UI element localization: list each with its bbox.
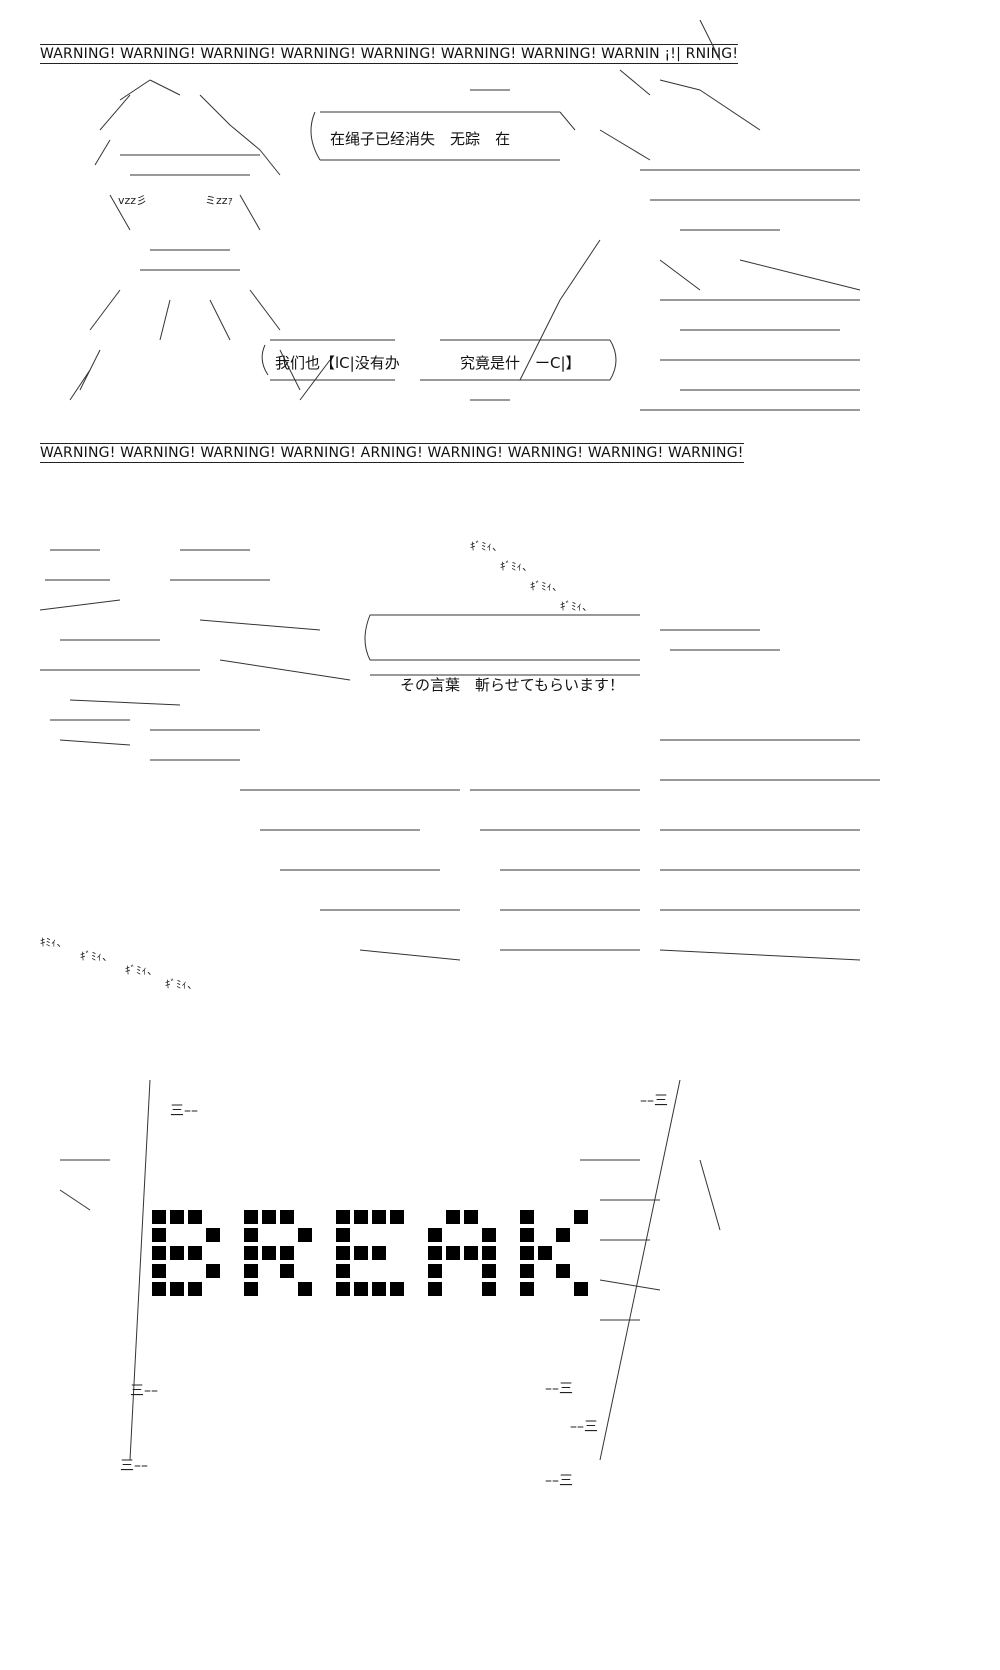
break-block-E: [336, 1246, 350, 1260]
break-block-K: [574, 1210, 588, 1224]
ascii-art-panel1: [69, 19, 861, 411]
break-block-E: [354, 1282, 368, 1296]
break-block-B: [206, 1264, 220, 1278]
dash-sfx-4: ––三: [545, 1381, 573, 1397]
break-block-A: [464, 1246, 478, 1260]
dash-sfx-5: 三––: [120, 1458, 148, 1474]
break-block-R: [244, 1228, 258, 1242]
break-block-A: [482, 1264, 496, 1278]
break-block-E: [372, 1210, 386, 1224]
warning-banner-bottom: WARNING! WARNING! WARNING! WARNING! ARNI…: [40, 443, 744, 463]
break-block-A: [482, 1228, 496, 1242]
break-block-E: [354, 1246, 368, 1260]
panel-kimi: その言葉 斬らせてもらいます！ ｷﾞﾐｨ、 ｷﾞﾐｨ、 ｷﾞﾐｨ、 ｷﾞﾐｨ、 …: [0, 530, 1000, 1020]
break-block-R: [280, 1264, 294, 1278]
bubble-a-text3: 在: [495, 130, 511, 148]
sfx-kimi-b4: ｷﾞﾐｨ、: [165, 978, 198, 991]
break-pixel-text: [59, 1079, 721, 1461]
break-block-E: [336, 1210, 350, 1224]
sfx-kimi-b3: ｷﾞﾐｨ、: [125, 964, 158, 977]
break-block-R: [262, 1210, 276, 1224]
sfx-kimi-3: ｷﾞﾐｨ、: [530, 580, 563, 593]
break-block-R: [244, 1264, 258, 1278]
break-block-R: [280, 1210, 294, 1224]
bubble-a-text: 在绳子已经消失: [330, 130, 436, 148]
bubble-c-text: 究竟是什: [460, 354, 521, 372]
bubble-c-text2: ーC|】: [535, 354, 581, 372]
break-block-R: [298, 1282, 312, 1296]
break-block-B: [170, 1246, 184, 1260]
break-block-B: [152, 1246, 166, 1260]
ascii-art-panel2: [39, 549, 880, 961]
break-block-A: [482, 1282, 496, 1296]
break-block-A: [464, 1210, 478, 1224]
break-block-E: [336, 1228, 350, 1242]
break-block-K: [520, 1210, 534, 1224]
speech-bubble-b: 我们也【lC|没有办: [275, 354, 400, 372]
break-block-B: [152, 1210, 166, 1224]
sfx-kimi-b1: ｷﾐｨ、: [40, 936, 68, 949]
break-block-A: [428, 1228, 442, 1242]
dash-sfx-1: 三––: [170, 1103, 198, 1119]
break-block-E: [336, 1264, 350, 1278]
warning-banner-top: WARNING! WARNING! WARNING! WARNING! WARN…: [40, 44, 739, 64]
dash-sfx-6: ––三: [570, 1419, 598, 1435]
break-block-E: [354, 1210, 368, 1224]
break-block-R: [262, 1246, 276, 1260]
break-block-R: [280, 1246, 294, 1260]
break-block-A: [446, 1210, 460, 1224]
break-block-E: [390, 1210, 404, 1224]
break-block-K: [556, 1228, 570, 1242]
break-block-A: [446, 1246, 460, 1260]
break-block-R: [244, 1246, 258, 1260]
speech-bubble-a: 在绳子已经消失 无踪 在: [330, 128, 510, 149]
break-block-B: [170, 1210, 184, 1224]
break-block-K: [520, 1228, 534, 1242]
break-block-E: [390, 1282, 404, 1296]
break-block-A: [428, 1282, 442, 1296]
break-block-K: [520, 1264, 534, 1278]
sfx-kimi-1: ｷﾞﾐｨ、: [470, 540, 503, 553]
break-block-B: [188, 1246, 202, 1260]
break-block-K: [556, 1264, 570, 1278]
break-block-B: [188, 1282, 202, 1296]
panel-warning: WARNING! WARNING! WARNING! WARNING! WARN…: [0, 0, 1000, 480]
break-block-R: [244, 1282, 258, 1296]
dash-sfx-2: ––三: [640, 1093, 668, 1109]
sfx-zzz-1: vzz彡: [118, 194, 148, 207]
break-block-B: [152, 1282, 166, 1296]
break-block-B: [188, 1210, 202, 1224]
break-block-E: [336, 1282, 350, 1296]
sfx-kimi-2: ｷﾞﾐｨ、: [500, 560, 533, 573]
break-block-K: [538, 1246, 552, 1260]
break-block-B: [152, 1264, 166, 1278]
break-block-E: [372, 1246, 386, 1260]
break-block-R: [298, 1228, 312, 1242]
break-block-E: [372, 1282, 386, 1296]
break-block-K: [520, 1282, 534, 1296]
bubble-a-text2: 无踪: [450, 130, 481, 148]
speech-bubble-c: 究竟是什 ーC|】: [460, 352, 581, 373]
break-block-R: [244, 1210, 258, 1224]
break-block-B: [170, 1282, 184, 1296]
break-block-K: [520, 1246, 534, 1260]
speech-bubble-kimi: その言葉 斬らせてもらいます！: [400, 676, 624, 694]
break-block-B: [152, 1228, 166, 1242]
sfx-kimi-b2: ｷﾞﾐｨ、: [80, 950, 113, 963]
dash-sfx-3: 三––: [130, 1383, 158, 1399]
sfx-zzz-2: ミzzｧ: [205, 194, 234, 207]
break-block-B: [206, 1228, 220, 1242]
break-block-K: [574, 1282, 588, 1296]
break-block-A: [482, 1246, 496, 1260]
sfx-kimi-4: ｷﾞﾐｨ、: [560, 600, 593, 613]
panel-break: 三–– ––三 三–– ––三 三–– ––三 ––三: [0, 1060, 1000, 1580]
dash-sfx-7: ––三: [545, 1473, 573, 1489]
break-block-A: [428, 1246, 442, 1260]
break-block-A: [428, 1264, 442, 1278]
